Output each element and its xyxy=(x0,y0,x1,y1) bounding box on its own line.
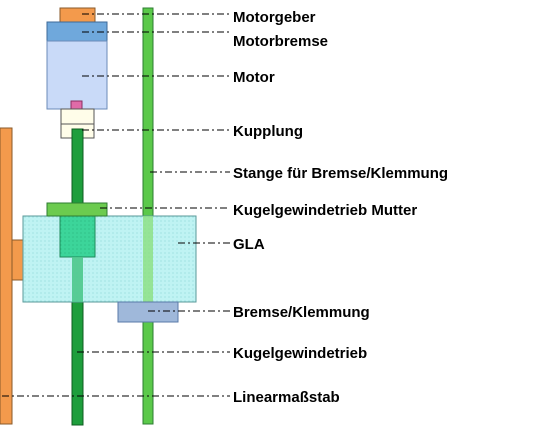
label-bremse: Bremse/Klemmung xyxy=(233,304,370,321)
label-linearmassstab: Linearmaßstab xyxy=(233,389,340,406)
label-motor: Motor xyxy=(233,69,275,86)
label-kupplung: Kupplung xyxy=(233,123,303,140)
gla-body xyxy=(22,215,197,303)
label-mutter: Kugelgewindetrieb Mutter xyxy=(233,202,417,219)
brake-clamp xyxy=(117,301,179,323)
motor-encoder xyxy=(59,7,96,23)
ball-screw-nut-inner xyxy=(59,214,96,258)
linear-scale-head xyxy=(11,239,24,281)
label-motorbremse: Motorbremse xyxy=(233,33,328,50)
motor xyxy=(46,40,108,110)
label-stange: Stange für Bremse/Klemmung xyxy=(233,165,448,182)
label-gla: GLA xyxy=(233,236,265,253)
label-motorgeber: Motorgeber xyxy=(233,9,316,26)
linear-scale xyxy=(0,127,13,425)
label-kugelgewindetrieb: Kugelgewindetrieb xyxy=(233,345,367,362)
ball-screw-nut xyxy=(46,202,108,217)
